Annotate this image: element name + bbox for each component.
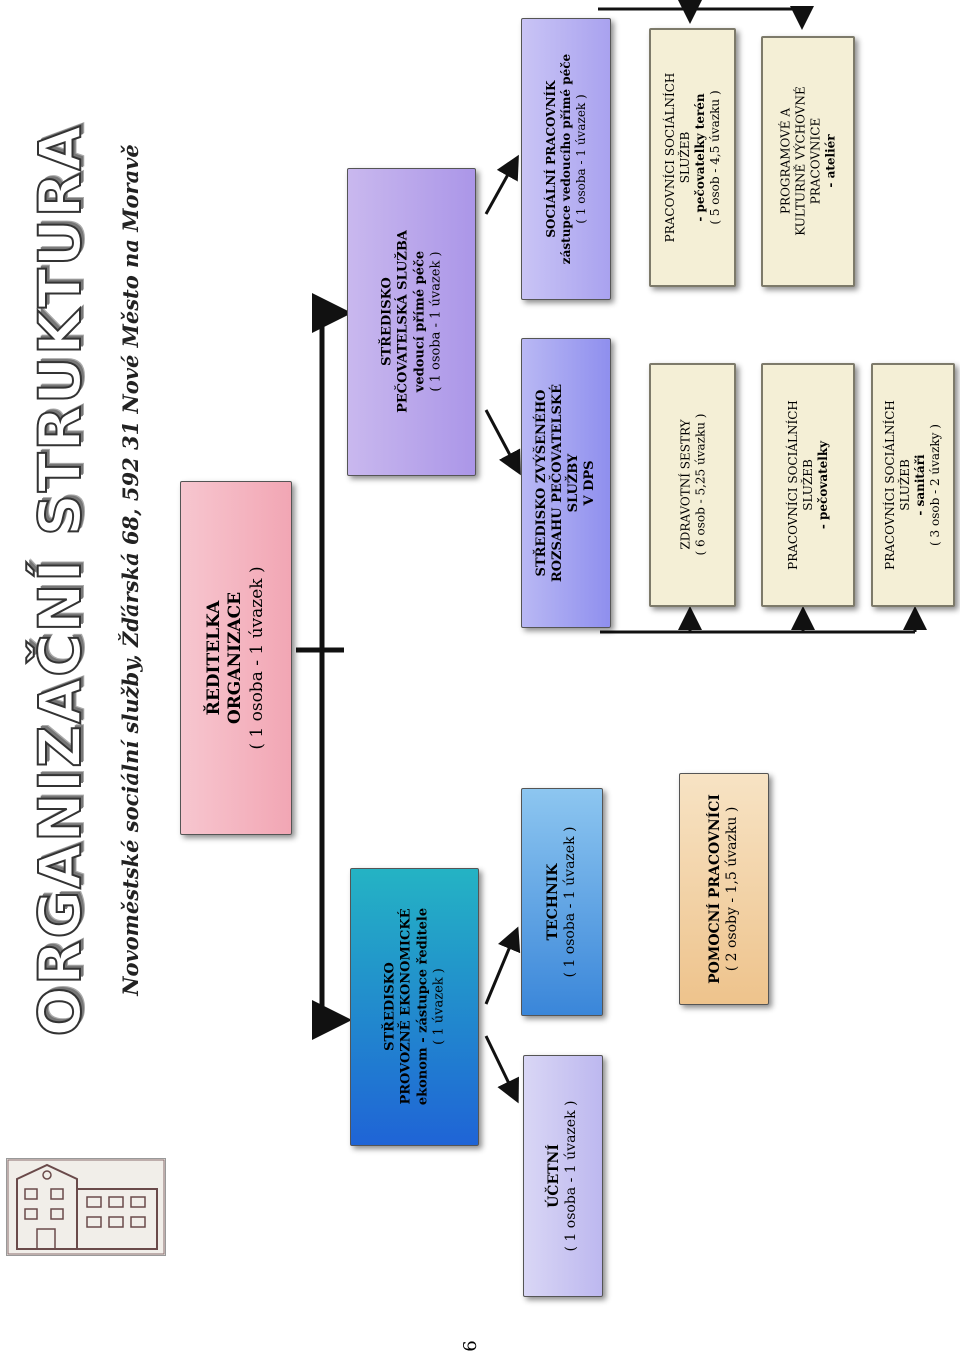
node-programove: PROGRAMOVÉ A KULTURNĚ VÝCHOVNÉ PRACOVNIC…: [761, 36, 855, 287]
building-logo-svg: [7, 1159, 165, 1255]
reditelka-line-1: ŘEDITELKA: [204, 600, 225, 716]
arrow-to-technik: [484, 926, 521, 1005]
pecovatelska-line-4: ( 1 osoba - 1 úvazek ): [428, 251, 444, 392]
node-reditelka: ŘEDITELKA ORGANIZACE ( 1 osoba - 1 úvaze…: [180, 481, 292, 835]
sestry-line-2: ( 6 osob - 5,25 úvazku ): [693, 413, 707, 556]
sestry-line-1: ZDRAVOTNÍ SESTRY: [678, 419, 692, 550]
node-provozne: STŘEDISKO PROVOZNĚ EKONOMICKÉ ekonom - z…: [350, 868, 479, 1146]
pomocni-line-2: ( 2 osoby - 1,5 úvazku ): [724, 806, 740, 972]
node-socialni: SOCIÁLNÍ PRACOVNÍK zástupce vedoucího př…: [521, 18, 611, 300]
pecovatelska-line-1: STŘEDISKO: [379, 277, 395, 366]
node-pecovatelky: PRACOVNÍCI SOCIÁLNÍCH SLUŽEB - pečovatel…: [761, 363, 855, 607]
node-teren: PRACOVNÍCI SOCIÁLNÍCH SLUŽEB - pečovatel…: [649, 28, 736, 287]
provozne-line-1: STŘEDISKO: [382, 962, 398, 1051]
programove-line-3: PRACOVNICE: [808, 117, 823, 205]
reditelka-line-3: ( 1 osoba - 1 úvazek ): [246, 566, 267, 750]
arrow-to-zvyseny: [484, 409, 521, 476]
pecovatelky-line-1: PRACOVNÍCI SOCIÁLNÍCH: [785, 400, 800, 570]
building-logo-icon: [6, 1158, 166, 1256]
node-zvyseny: STŘEDISKO ZVÝŠENÉHO ROZSAHU PEČOVATELSKÉ…: [521, 338, 611, 628]
socialni-line-2: zástupce vedoucího přímé péče: [558, 53, 573, 265]
programove-line-4: - ateliér: [823, 134, 838, 188]
technik-line-1: TECHNIK: [544, 863, 561, 941]
teren-line-3: - pečovatelky terén: [692, 93, 707, 222]
zvyseny-line-1: STŘEDISKO ZVÝŠENÉHO: [533, 389, 549, 577]
teren-line-4: ( 5 osob - 4,5 úvazku ): [707, 90, 722, 225]
arrow-to-ucetni: [484, 1035, 519, 1104]
sanitari-line-1: PRACOVNÍCI SOCIÁLNÍCH: [883, 400, 897, 570]
ucetni-line-2: ( 1 osoba - 1 úvazek ): [563, 1100, 579, 1252]
zvyseny-line-4: V DPS: [582, 460, 598, 506]
provozne-line-4: ( 1 úvazek ): [431, 968, 447, 1045]
zvyseny-line-2: ROZSAHU PEČOVATELSKÉ: [549, 383, 565, 583]
node-technik: TECHNIK ( 1 osoba - 1 úvazek ): [521, 788, 603, 1016]
zvyseny-line-3: SLUŽBY: [566, 453, 581, 513]
page-number: 6: [459, 1340, 481, 1352]
pecovatelska-line-2: PEČOVATELSKÁ SLUŽBA: [395, 230, 411, 413]
sanitari-line-3: - sanitáři: [913, 454, 927, 516]
teren-line-1: PRACOVNÍCI SOCIÁLNÍCH: [662, 72, 677, 243]
arrow-to-programove: [598, 6, 814, 30]
sanitari-line-2: SLUŽEB: [898, 459, 912, 511]
programove-line-1: PROGRAMOVÉ A: [778, 107, 793, 215]
ucetni-line-1: ÚČETNÍ: [545, 1144, 562, 1208]
pecovatelska-line-3: vedoucí přímé péče: [412, 250, 427, 393]
sanitari-line-4: ( 3 osob - 2 úvazky ): [928, 424, 942, 546]
node-sestry: ZDRAVOTNÍ SESTRY ( 6 osob - 5,25 úvazku …: [649, 363, 736, 607]
node-pecovatelska: STŘEDISKO PEČOVATELSKÁ SLUŽBA vedoucí př…: [347, 168, 476, 476]
teren-line-2: SLUŽEB: [677, 131, 692, 184]
arrow-to-socialni: [484, 154, 519, 215]
socialni-line-1: SOCIÁLNÍ PRACOVNÍK: [543, 80, 558, 238]
node-ucetni: ÚČETNÍ ( 1 osoba - 1 úvazek ): [523, 1055, 603, 1297]
provozne-line-3: ekonom - zástupce ředitele: [415, 907, 430, 1106]
node-sanitari: PRACOVNÍCI SOCIÁLNÍCH SLUŽEB - sanitáři …: [871, 363, 955, 607]
socialni-line-3: ( 1 osoba - 1 úvazek ): [573, 94, 588, 224]
programove-line-2: KULTURNĚ VÝCHOVNÉ: [793, 86, 808, 236]
reditelka-line-2: ORGANIZACE: [225, 591, 246, 725]
pecovatelky-line-2: SLUŽEB: [800, 459, 815, 511]
pomocni-line-1: POMOCNÍ PRACOVNÍCI: [706, 794, 723, 984]
pecovatelky-line-3: - pečovatelky: [815, 440, 830, 530]
provozne-line-2: PROVOZNĚ EKONOMICKÉ: [398, 908, 414, 1105]
node-pomocni: POMOCNÍ PRACOVNÍCI ( 2 osoby - 1,5 úvazk…: [679, 773, 769, 1005]
technik-line-2: ( 1 osoba - 1 úvazek ): [562, 826, 578, 978]
